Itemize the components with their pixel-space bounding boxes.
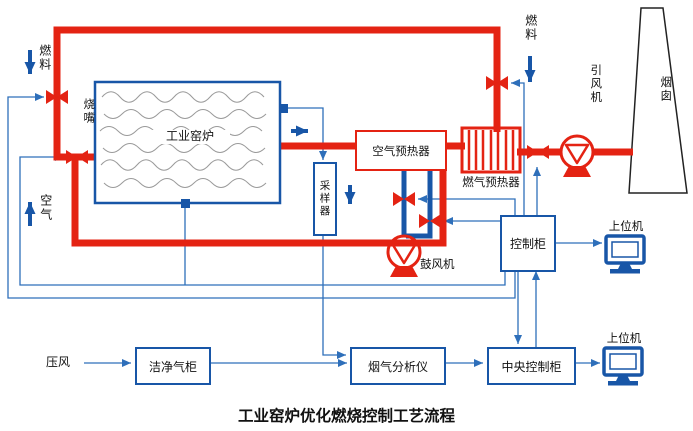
cold-air-pipe-2	[406, 167, 433, 239]
signal-line-to-fuel-valve-right	[511, 79, 525, 215]
clean-gas-cabinet-box: 洁净气柜	[135, 347, 211, 385]
cold-air-pipes	[401, 167, 433, 239]
burner-label: 烧嘴	[82, 98, 95, 125]
blower-valve-2-icon	[419, 214, 441, 228]
control-cabinet-box: 控制柜	[500, 215, 556, 272]
sampler-label: 采样器	[318, 180, 331, 218]
air-preheater-box: 空气预热器	[355, 130, 447, 171]
gas-preheater-label: 燃气预热器	[462, 177, 520, 189]
fuel-label-top-right: 燃料	[523, 14, 538, 42]
compressed-air-label: 压风	[46, 355, 71, 369]
preheated-air-pipe	[71, 154, 447, 247]
host-computer-lower-label: 上位机	[606, 333, 642, 345]
hot-air-valve-icon	[66, 150, 88, 164]
kiln-right-sensor-square	[279, 104, 288, 113]
flue-gas-analyzer-label: 烟气分析仪	[367, 359, 428, 374]
blower-valve-1-icon	[393, 192, 415, 206]
signal-line-sampler-to-analyzer	[322, 232, 346, 359]
gas-preheater-box	[460, 126, 522, 174]
central-control-cabinet-box: 中央控制柜	[487, 347, 576, 385]
signal-line-to-fuel-valve-left	[7, 93, 516, 299]
host-computer-upper-label: 上位机	[608, 221, 644, 233]
clean-gas-cabinet-label: 洁净气柜	[148, 359, 197, 374]
signal-line-to-blower-valve-1	[418, 195, 516, 215]
fuel-label-top-left: 燃料	[37, 44, 52, 72]
valves	[46, 76, 549, 228]
flue-gas-analyzer-box: 烟气分析仪	[350, 347, 446, 385]
induced-draft-fan-icon	[559, 134, 595, 177]
signal-lines	[7, 79, 602, 367]
signal-line-kiln-to-sampler	[288, 107, 327, 160]
diagram-title: 工业窑炉优化燃烧控制工艺流程	[237, 408, 455, 425]
air-preheater-label: 空气预热器	[372, 145, 430, 158]
host-computer-upper-icon	[604, 234, 646, 274]
blower-label: 鼓风机	[420, 259, 455, 271]
blower-icon	[386, 234, 422, 277]
flame-pattern	[99, 91, 267, 188]
sampler-box: 采样器	[313, 162, 337, 236]
host-computer-lower-icon	[602, 346, 644, 386]
chimney-label: 烟囱	[659, 76, 672, 103]
central-control-cabinet-label: 中央控制柜	[501, 359, 562, 374]
air-label: 空气	[38, 194, 53, 222]
chimney-shape	[628, 7, 688, 194]
control-cabinet-label: 控制柜	[509, 237, 546, 251]
signal-line-to-hot-air-valve	[19, 153, 506, 286]
kiln-bottom-sensor-square	[181, 199, 190, 208]
fuel-valve-left-icon	[46, 90, 68, 104]
kiln-label: 工业窑炉	[150, 129, 230, 144]
flow-arrows	[24, 50, 536, 226]
induced-draft-fan-label: 引风机	[589, 64, 602, 105]
flue-valve-icon	[527, 145, 549, 159]
fuel-valve-right-icon	[486, 76, 508, 90]
